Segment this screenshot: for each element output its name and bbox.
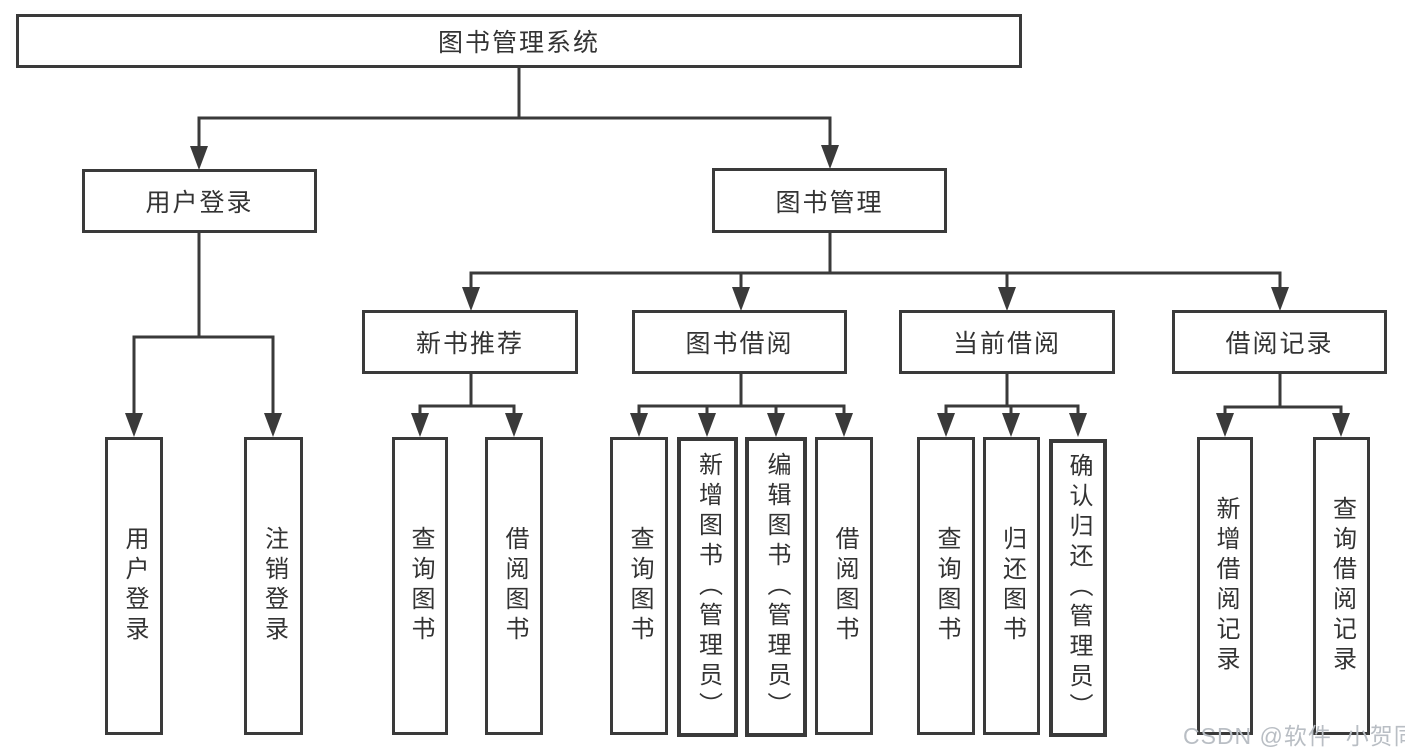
leaf-label: 借阅图书 — [831, 526, 858, 646]
leaf-confirm-return-admin: 确认归还（管理员） — [1049, 439, 1107, 737]
leaf-label: 归还图书 — [998, 526, 1026, 646]
leaf-label: 注销登录 — [260, 526, 288, 646]
leaf-label: 查询图书 — [933, 526, 960, 646]
node-book-borrowing: 图书借阅 — [632, 310, 847, 374]
leaf-query-borrow-record: 查询借阅记录 — [1313, 437, 1370, 735]
node-book-management: 图书管理 — [712, 168, 947, 233]
leaf-query-books-recommend: 查询图书 — [392, 437, 448, 735]
leaf-return-books: 归还图书 — [983, 437, 1040, 735]
node-current-borrowing: 当前借阅 — [899, 310, 1115, 374]
leaf-logout: 注销登录 — [244, 437, 303, 735]
leaf-label: 查询借阅记录 — [1328, 496, 1356, 676]
node-new-book-recommend: 新书推荐 — [362, 310, 578, 374]
node-label: 图书借阅 — [685, 330, 794, 358]
leaf-label: 确认归还（管理员） — [1065, 453, 1092, 723]
csdn-watermark: CSDN @软件_小贺同学 — [1183, 723, 1405, 747]
node-user-login: 用户登录 — [82, 169, 317, 233]
leaf-borrow-books-borrowing: 借阅图书 — [815, 437, 873, 735]
leaf-label: 新增图书（管理员） — [694, 452, 722, 722]
leaf-label: 查询图书 — [407, 526, 434, 646]
leaf-label: 借阅图书 — [501, 526, 528, 646]
leaf-add-borrow-record: 新增借阅记录 — [1197, 437, 1253, 735]
leaf-borrow-books-recommend: 借阅图书 — [485, 437, 543, 735]
leaf-query-books-current: 查询图书 — [917, 437, 975, 735]
node-borrowing-records: 借阅记录 — [1172, 310, 1387, 374]
leaf-label: 编辑图书（管理员） — [763, 452, 790, 722]
leaf-label: 用户登录 — [121, 526, 148, 646]
node-label: 借阅记录 — [1225, 330, 1334, 358]
node-label: 新书推荐 — [415, 330, 524, 358]
leaf-add-book-admin: 新增图书（管理员） — [677, 437, 738, 737]
node-label: 图书管理 — [775, 188, 884, 217]
leaf-label: 查询图书 — [626, 526, 653, 646]
node-label: 图书管理系统 — [437, 29, 600, 57]
node-label: 当前借阅 — [952, 330, 1061, 358]
leaf-query-books-borrowing: 查询图书 — [610, 437, 668, 735]
arrowheads — [125, 145, 1350, 437]
leaf-user-login: 用户登录 — [105, 437, 163, 735]
node-library-management-system: 图书管理系统 — [16, 14, 1022, 68]
leaf-label: 新增借阅记录 — [1212, 496, 1239, 676]
leaf-edit-book-admin: 编辑图书（管理员） — [745, 437, 807, 737]
node-label: 用户登录 — [145, 189, 254, 217]
